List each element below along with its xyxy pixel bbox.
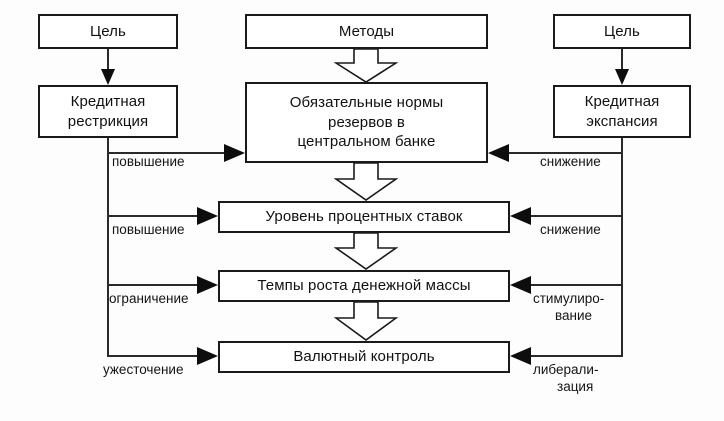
block-arrow-money-supply-to-currency-control [334,302,398,341]
box-credit-restriction: Кредитная рестрикция [38,85,178,138]
right-arrowhead-rates [510,207,531,225]
block-arrow-reserves-to-rates [334,163,398,201]
left-arrowhead-money-supply [197,276,218,294]
right-arrowhead-currency-control [510,347,531,365]
left-arrow-line-rates [107,215,197,217]
right-label-money-supply-line2: вание [555,307,593,323]
left-label-money-supply: ограничение [109,291,189,306]
left-arrow-line-currency-control [107,355,197,357]
left-arrow-line-money-supply [107,284,197,286]
connector-left-goal-to-restriction [107,49,109,75]
box-money-supply-growth: Темпы роста денежной массы [218,270,510,302]
right-arrowhead-reserves [488,144,509,162]
box-right-goal: Цель [553,14,691,49]
left-arrowhead-currency-control [197,347,218,365]
left-label-reserves: повышение [112,154,185,169]
right-label-reserves: снижение [540,154,601,169]
right-arrow-line-reserves [509,152,623,154]
arrowhead-left-goal-to-restriction [101,69,115,85]
right-label-rates: снижение [540,222,601,237]
right-arrow-line-money-supply [531,284,623,286]
box-money-supply-growth-label: Темпы роста денежной массы [257,277,471,295]
right-label-currency-control-line1: либерали- [533,362,599,377]
left-label-rates: повышение [112,222,185,237]
left-label-currency-control: ужесточение [103,362,184,377]
right-arrowhead-money-supply [510,276,531,294]
box-right-goal-label: Цель [604,22,640,40]
box-currency-control-label: Валютный контроль [293,348,435,366]
block-arrow-rates-to-money-supply [334,233,398,270]
block-arrow-methods-to-reserves [334,49,398,83]
left-arrowhead-rates [197,207,218,225]
box-left-goal-label: Цель [90,22,126,40]
box-interest-rates: Уровень процентных ставок [218,201,510,233]
box-credit-expansion-line1: Кредитная [584,92,660,110]
right-arrow-line-rates [531,215,623,217]
box-credit-restriction-line1: Кредитная [70,92,146,110]
right-label-money-supply-line1: стимулиро- [533,291,605,306]
box-interest-rates-label: Уровень процентных ставок [265,208,463,226]
box-methods-label: Методы [338,22,395,40]
left-arrowhead-reserves [224,144,245,162]
right-label-currency-control-line2: зация [557,378,594,394]
right-arrow-line-currency-control [531,355,623,357]
right-label-currency-control: либерали- зация [533,362,625,396]
box-required-reserves-line3: центральном банке [297,133,436,151]
arrowhead-right-goal-to-expansion [615,69,629,85]
left-arrow-line-reserves [107,152,224,154]
box-credit-expansion: Кредитная экспансия [553,85,691,138]
box-currency-control: Валютный контроль [218,341,510,373]
left-bus-vertical-line [107,138,109,356]
right-bus-vertical-line [621,138,623,356]
box-methods: Методы [245,14,488,49]
box-required-reserves-line1: Обязательные нормы [289,93,444,111]
box-credit-expansion-line2: экспансия [586,112,658,130]
box-required-reserves: Обязательные нормы резервов в центрально… [245,82,488,163]
connector-right-goal-to-expansion [621,49,623,75]
box-left-goal: Цель [38,14,178,49]
box-credit-restriction-line2: рестрикция [67,112,149,130]
right-label-money-supply: стимулиро- вание [533,291,625,325]
box-required-reserves-line2: резервов в [328,113,405,131]
